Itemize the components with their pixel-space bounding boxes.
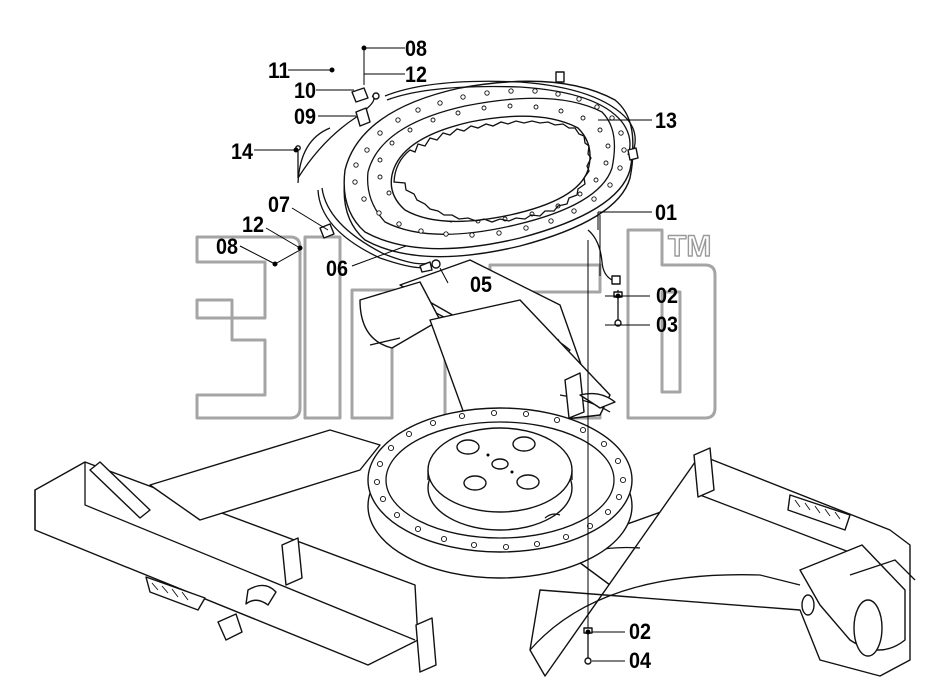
callout-14: 14 (231, 139, 254, 164)
callout-12-top: 12 (405, 62, 427, 87)
callout-05: 05 (470, 272, 492, 297)
trademark-mark: TM (668, 230, 711, 263)
callout-01: 01 (655, 200, 677, 225)
callout-03: 03 (656, 312, 678, 337)
callout-13: 13 (655, 108, 677, 133)
callout-08-top: 08 (405, 36, 427, 61)
callout-labels: 08 11 12 10 09 13 14 01 07 12 08 06 05 0… (216, 36, 678, 673)
lower-flange-bolt-holes (373, 409, 627, 551)
lower-mounting-flange (367, 407, 633, 579)
callout-08-left: 08 (216, 234, 238, 259)
callout-02-lower: 02 (629, 619, 651, 644)
callout-07: 07 (268, 192, 290, 217)
slewing-ring-bearing (343, 80, 634, 258)
callout-09: 09 (294, 104, 316, 129)
callout-02-upper: 02 (656, 283, 678, 308)
callout-10: 10 (294, 78, 316, 103)
callout-12-left: 12 (242, 212, 264, 237)
callout-04: 04 (629, 648, 652, 673)
undercarriage-frame (34, 259, 916, 677)
callout-06: 06 (326, 256, 348, 281)
leader-lines (239, 45, 652, 662)
callout-11: 11 (268, 58, 290, 83)
